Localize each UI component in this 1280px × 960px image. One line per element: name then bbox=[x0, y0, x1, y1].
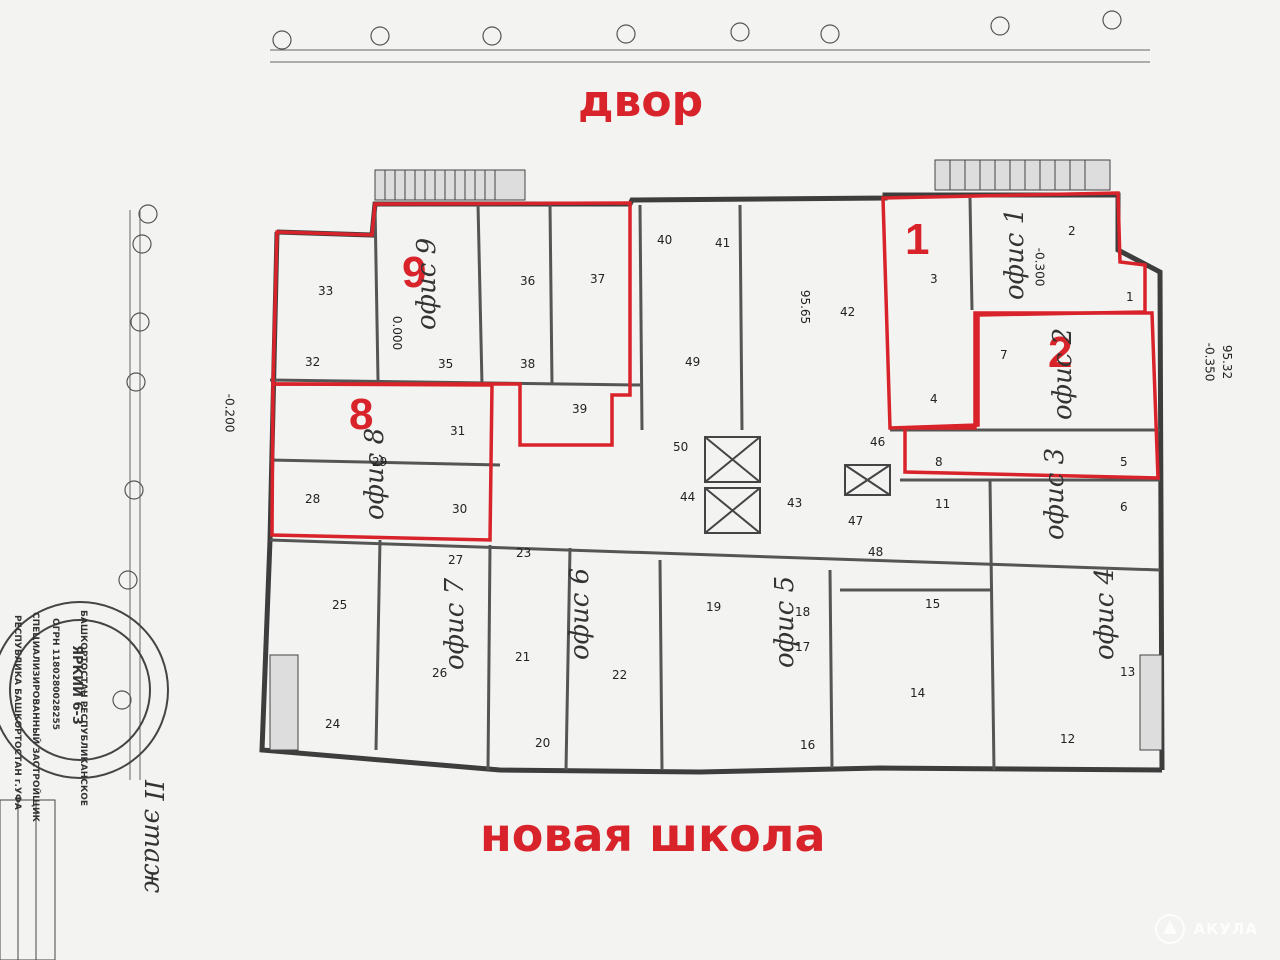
elevator-shafts bbox=[704, 436, 891, 534]
level-mark: 0.000 bbox=[390, 315, 405, 351]
room-13: 13 bbox=[1120, 665, 1136, 679]
office-9-number: 9 bbox=[402, 248, 427, 297]
room-4: 4 bbox=[930, 392, 938, 406]
room-39: 39 bbox=[572, 402, 588, 416]
room-29: 29 bbox=[372, 455, 388, 469]
room-6: 6 bbox=[1120, 500, 1128, 514]
company-stamp bbox=[0, 601, 169, 779]
room-16: 16 bbox=[800, 738, 816, 752]
level-mark: 95.32 bbox=[1220, 344, 1235, 380]
room-30: 30 bbox=[452, 502, 468, 516]
office-8-number: 8 bbox=[349, 390, 374, 439]
room-14: 14 bbox=[910, 686, 926, 700]
handwriting-office-9: офис 9 bbox=[412, 237, 442, 330]
room-21: 21 bbox=[515, 650, 531, 664]
handwriting-office-7: офис 7 bbox=[440, 577, 470, 670]
office-2-number: 2 bbox=[1048, 328, 1073, 377]
room-1: 1 bbox=[1126, 290, 1134, 304]
watermark: АКУЛА bbox=[1155, 914, 1258, 944]
room-35: 35 bbox=[438, 357, 454, 371]
room-3: 3 bbox=[930, 272, 938, 286]
room-37: 37 bbox=[590, 272, 606, 286]
handwriting-office-6: офис 6 bbox=[565, 567, 595, 660]
room-33: 33 bbox=[318, 284, 334, 298]
stairs bbox=[269, 159, 1163, 751]
stamp-line: ОГРН 1180280028255 bbox=[50, 618, 60, 731]
room-32: 32 bbox=[305, 355, 321, 369]
office-1-number: 1 bbox=[905, 215, 930, 264]
room-49: 49 bbox=[685, 355, 701, 369]
room-46: 46 bbox=[870, 435, 886, 449]
room-18: 18 bbox=[795, 605, 811, 619]
room-22: 22 bbox=[612, 668, 628, 682]
handwriting-office-1: офис 1 bbox=[1000, 207, 1030, 300]
room-48: 48 bbox=[868, 545, 884, 559]
yard-label: двор bbox=[578, 76, 704, 127]
highlight-outlines bbox=[270, 191, 1160, 542]
room-28: 28 bbox=[305, 492, 321, 506]
handwriting-office-4: офис 4 bbox=[1090, 567, 1120, 660]
room-2: 2 bbox=[1068, 224, 1076, 238]
stamp-line: СПЕЦИАЛИЗИРОВАННЫЙ ЗАСТРОЙЩИК bbox=[30, 612, 40, 822]
room-8: 8 bbox=[935, 455, 943, 469]
room-19: 19 bbox=[706, 600, 722, 614]
room-20: 20 bbox=[535, 736, 551, 750]
room-26: 26 bbox=[432, 666, 448, 680]
shark-fin-icon bbox=[1155, 914, 1186, 944]
handwriting-office-5: офис 5 bbox=[770, 575, 800, 668]
dimension-lines bbox=[129, 49, 1150, 780]
office-2-outline bbox=[903, 311, 1160, 480]
room-7: 7 bbox=[1000, 348, 1008, 362]
stamp-line: РЕСПУБЛИКА БАШКОРТОСТАН г.УФА bbox=[12, 615, 22, 810]
stamp-line: ЯРКИЙ 6-3 bbox=[69, 645, 84, 725]
watermark-text: АКУЛА bbox=[1193, 920, 1258, 938]
handwriting-floor: II этаж bbox=[138, 780, 168, 894]
room-31: 31 bbox=[450, 424, 466, 438]
room-11: 11 bbox=[935, 497, 951, 511]
level-mark: -0.350 bbox=[1202, 342, 1217, 382]
school-label: новая школа bbox=[480, 808, 826, 862]
level-mark: -0.300 bbox=[1032, 247, 1047, 287]
room-43: 43 bbox=[787, 496, 803, 510]
handwriting-office-3: офис 3 bbox=[1040, 447, 1070, 540]
room-44: 44 bbox=[680, 490, 696, 504]
title-block bbox=[0, 799, 56, 960]
room-24: 24 bbox=[325, 717, 341, 731]
room-40: 40 bbox=[657, 233, 673, 247]
room-12: 12 bbox=[1060, 732, 1076, 746]
room-47: 47 bbox=[848, 514, 864, 528]
room-38: 38 bbox=[520, 357, 536, 371]
level-mark: 95.65 bbox=[798, 289, 813, 325]
room-27: 27 bbox=[448, 553, 464, 567]
room-25: 25 bbox=[332, 598, 348, 612]
room-36: 36 bbox=[520, 274, 536, 288]
room-41: 41 bbox=[715, 236, 731, 250]
room-23: 23 bbox=[516, 546, 532, 560]
level-mark: -0.200 bbox=[222, 393, 237, 433]
office-9-outline bbox=[271, 201, 632, 447]
handwriting-office-2: офис 2 bbox=[1048, 327, 1078, 420]
handwriting-office-8: офис 8 bbox=[360, 427, 390, 520]
room-50: 50 bbox=[673, 440, 689, 454]
room-17: 17 bbox=[795, 640, 811, 654]
room-42: 42 bbox=[840, 305, 856, 319]
room-5: 5 bbox=[1120, 455, 1128, 469]
axis-markers bbox=[112, 10, 1122, 710]
room-15: 15 bbox=[925, 597, 941, 611]
